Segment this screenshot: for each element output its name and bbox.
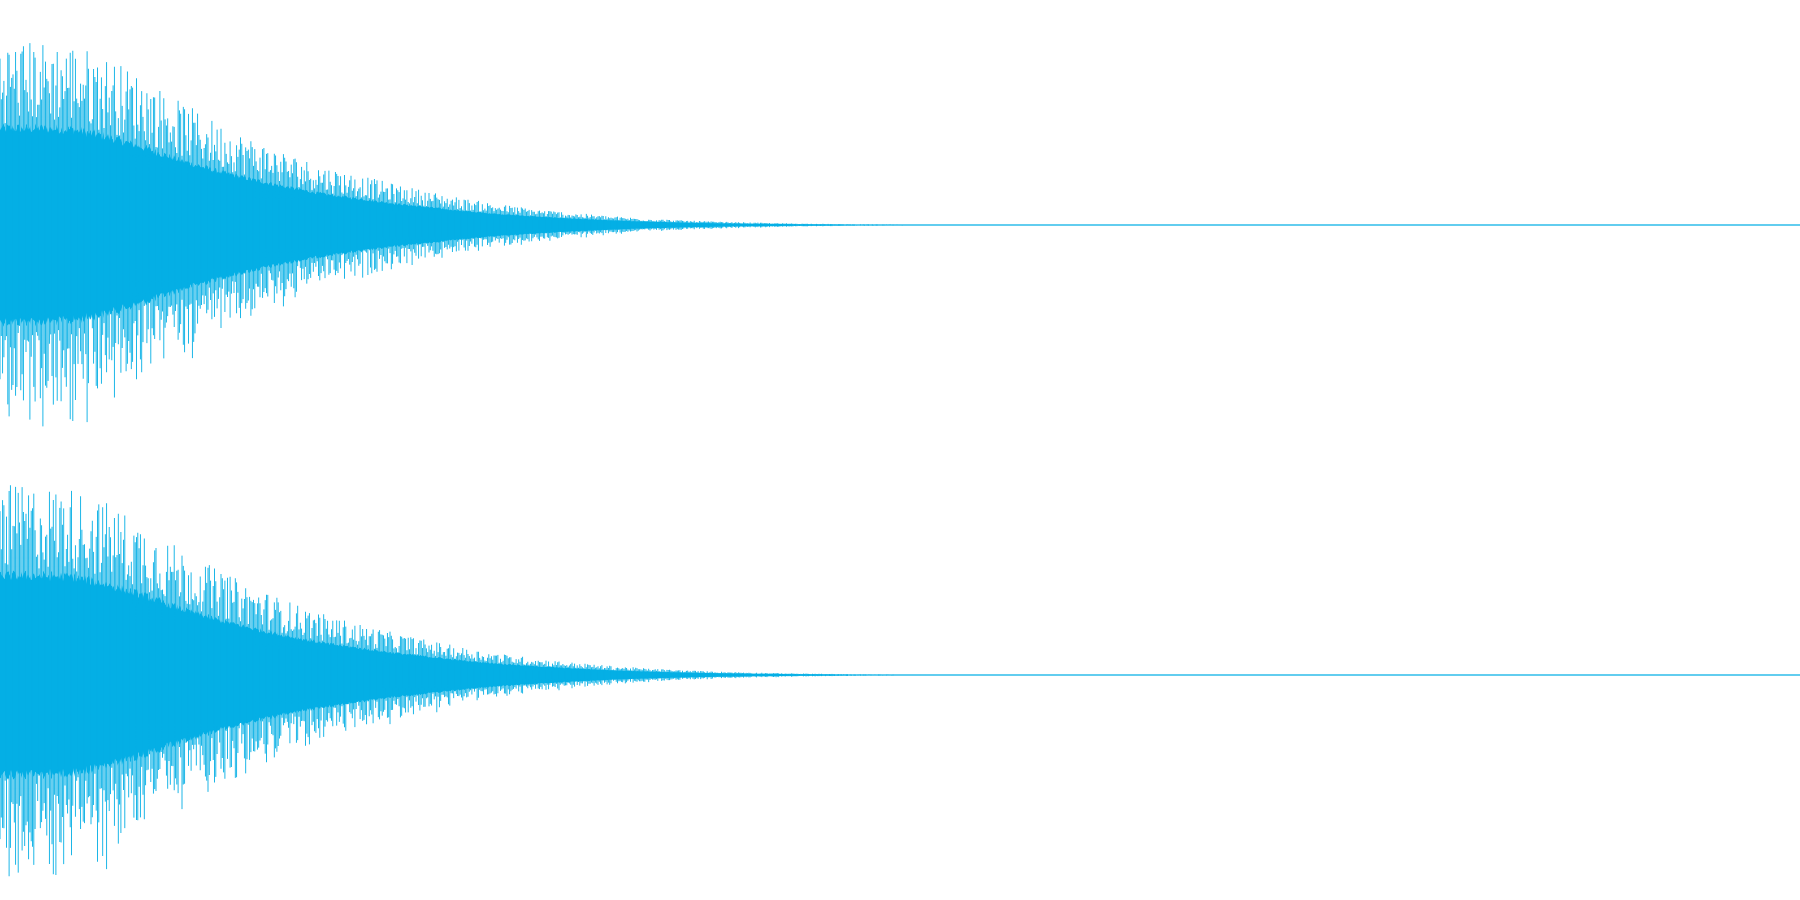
channel-1-envelope [0,123,1010,327]
channel-1-peaks [0,43,1010,427]
channel-2-waveform [0,485,1800,877]
channel-1-waveform [0,43,1800,427]
channel-2-peaks [0,485,1010,877]
channel-2-envelope [0,570,1010,780]
